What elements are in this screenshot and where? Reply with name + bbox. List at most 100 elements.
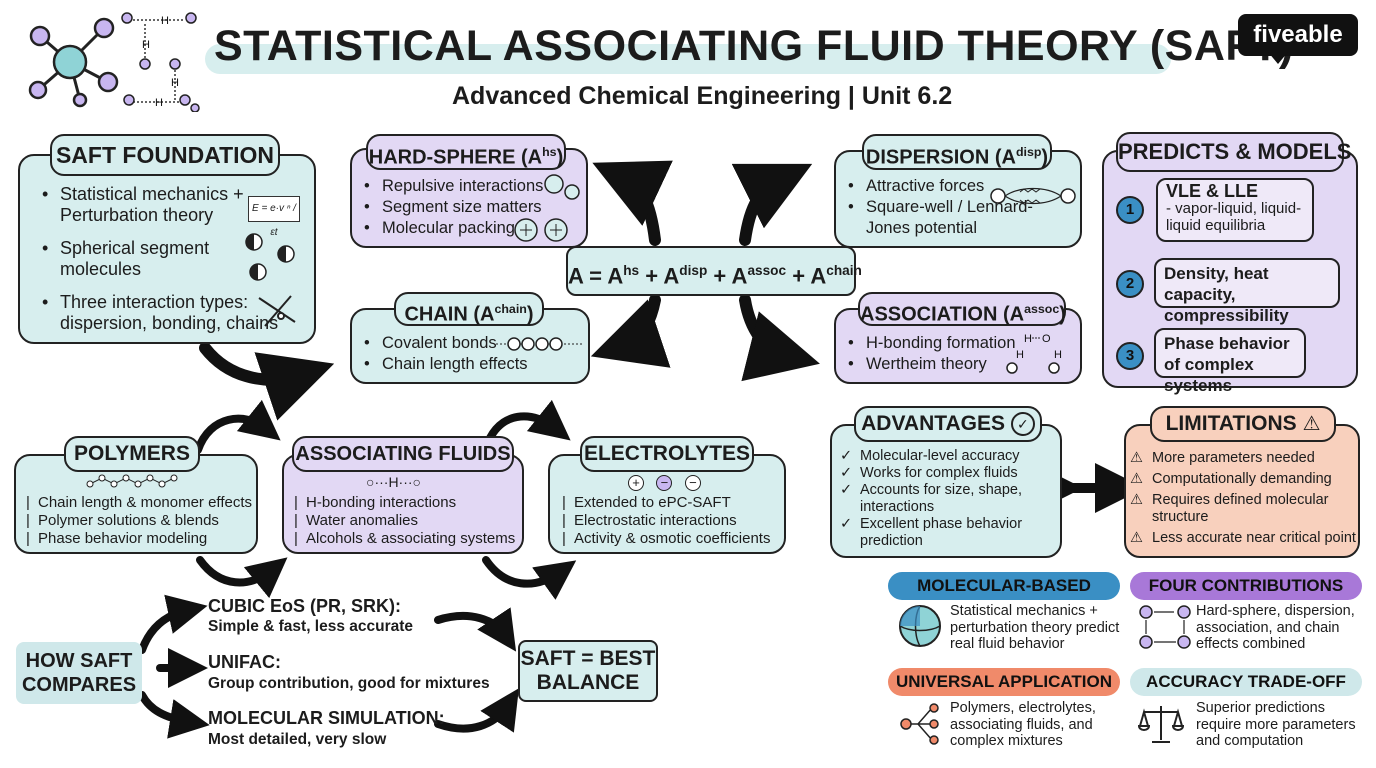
predict-sublabel: - vapor-liquid, liquid-liquid equilibria (1166, 200, 1302, 234)
equation-disp: disp (679, 263, 708, 278)
compare-result-text: SAFT = BEST BALANCE (520, 647, 656, 694)
arrow-to-molsim (138, 691, 210, 739)
h-label: H (171, 77, 179, 89)
advantages-list: Molecular-level accuracy Works for compl… (838, 448, 1054, 550)
method-name: MOLECULAR SIMULATION: (208, 708, 445, 728)
list-item: H-bonding formation (846, 333, 1016, 354)
universal-band: UNIVERSAL APPLICATION (888, 668, 1120, 696)
list-item: Statistical mechanics + Perturbation the… (40, 184, 250, 226)
predict-label: Phase behavior of complex systems (1164, 334, 1290, 395)
balance-scale-icon (1138, 706, 1184, 743)
atom-label: H (1054, 349, 1062, 361)
list-item: Molecular-level accuracy (838, 448, 1054, 465)
list-item: Square-well / Lennard-Jones potential (846, 197, 1066, 239)
list-item: Repulsive interactions (362, 176, 543, 197)
predicts-title: PREDICTS & MODELS (1116, 132, 1351, 172)
method-desc: Most detailed, very slow (208, 731, 387, 748)
hard-sphere-list: Repulsive interactions Segment size matt… (362, 176, 543, 239)
compare-result: SAFT = BEST BALANCE (518, 640, 658, 702)
page-subtitle: Advanced Chemical Engineering | Unit 6.2 (452, 82, 953, 110)
arrow-to-dispersion (731, 163, 813, 246)
predict-item-2: Density, heat capacity, compressibility (1154, 258, 1340, 325)
formula-icon: E = e·v ⁿ / ɛt (248, 196, 300, 238)
list-item: Electrostatic interactions (560, 512, 770, 530)
atom-label: H (1016, 349, 1024, 361)
branch-icon (900, 703, 939, 745)
arrow-assoc-to-electro (486, 399, 571, 442)
chain-title: CHAIN (Achain) (394, 292, 544, 326)
list-item: Less accurate near critical point (1130, 530, 1356, 547)
equation-assoc: assoc (747, 263, 787, 278)
brand-logo-tail (1268, 52, 1288, 64)
h-bond-icon: H O H H (1006, 333, 1062, 374)
association-title-text: ASSOCIATION (A (860, 303, 1025, 326)
predict-item-1: VLE & LLE - vapor-liquid, liquid-liquid … (1156, 178, 1314, 242)
limitations-title: LIMITATIONS ⚠ (1150, 406, 1336, 442)
polymers-title: POLYMERS (64, 436, 200, 472)
h-label: H (155, 97, 163, 109)
equation-plus: + A (639, 263, 680, 289)
list-item: Excellent phase behavior prediction (838, 516, 1040, 550)
interaction-types-icon (258, 295, 296, 327)
electrolytes-list: Extended to ePC-SAFT Electrostatic inter… (560, 494, 770, 548)
hard-sphere-title: HARD-SPHERE (Ahs) (366, 134, 566, 170)
assoc-fluids-icon: ○···H···○ (366, 474, 421, 490)
equation-chain: chain (826, 263, 862, 278)
association-list: H-bonding formation Wertheim theory (846, 333, 1016, 375)
method-desc: Simple & fast, less accurate (208, 618, 414, 635)
electrolytes-title: ELECTROLYTES (580, 436, 754, 472)
arrow-to-cubic (138, 594, 208, 654)
method-name: CUBIC EoS (PR, SRK): (208, 596, 401, 616)
hydrogen-bond-icon: H H H H (121, 12, 200, 112)
anion-icon: − (684, 475, 701, 491)
polymer-chain-icon (86, 474, 178, 488)
list-item: Three interaction types: dispersion, bon… (40, 292, 320, 334)
contributions-cycle-icon (1139, 605, 1191, 649)
assoc-fluids-title: ASSOCIATING FLUIDS (292, 436, 514, 472)
list-item: Covalent bonds (362, 333, 528, 354)
arrow-polymers-to-assoc (194, 399, 281, 454)
four-contrib-band: FOUR CONTRIBUTIONS (1130, 572, 1362, 600)
list-item: Chain length & monomer effects (24, 494, 252, 512)
tradeoff-text: Superior predictions require more parame… (1196, 700, 1356, 749)
list-item: Wertheim theory (846, 354, 1016, 375)
equation-plus: + A (786, 263, 827, 289)
arrow-polymers-under (196, 556, 288, 599)
arrow-to-hard-sphere (592, 160, 673, 246)
four-contrib-text: Hard-sphere, dispersion, association, an… (1196, 603, 1355, 652)
arrow-to-association (739, 294, 820, 382)
equation-box: A = Ahs + Adisp + Aassoc + Achain (566, 246, 862, 296)
chain-list: Covalent bonds Chain length effects (362, 333, 528, 375)
association-close: ) (1059, 303, 1066, 326)
equation-plus: + A (707, 263, 748, 289)
arrow-molsim-to-result (434, 688, 519, 733)
spherical-segments-icon (245, 233, 295, 281)
formula-text: E = e·v ⁿ / ɛt (252, 203, 296, 238)
hard-sphere-title-text: HARD-SPHERE (A (368, 146, 543, 169)
chain-close: ) (526, 303, 534, 326)
universal-text: Polymers, electrolytes, associating flui… (950, 700, 1096, 749)
list-item: Accounts for size, shape, interactions (838, 482, 1030, 516)
check-circle-icon: ✓ (1010, 412, 1035, 437)
arrow-to-chain (590, 294, 671, 368)
method-desc: Group contribution, good for mixtures (208, 675, 490, 692)
molecule-network-icon (28, 17, 119, 108)
list-item: More parameters needed (1130, 450, 1356, 467)
list-item: Spherical segment molecules (40, 238, 230, 280)
foundation-title: SAFT FOUNDATION (50, 134, 280, 176)
warning-icon: ⚠ (1302, 413, 1321, 435)
arrow-assoc-under (482, 556, 577, 600)
molecular-text: Statistical mechanics + perturbation the… (950, 603, 1120, 652)
limitations-list: More parameters needed Computationally d… (1130, 450, 1356, 547)
anion-icon: − (656, 475, 673, 491)
list-item: Requires defined molecular structure (1130, 492, 1332, 526)
equation-hs: hs (623, 263, 640, 278)
list-item: H-bonding interactions (292, 494, 515, 512)
atom-label: O (1042, 333, 1051, 345)
chain-superscript: chain (494, 302, 527, 316)
list-item: Works for complex fluids (838, 465, 1054, 482)
molecular-band: MOLECULAR-BASED (888, 572, 1120, 600)
globe-icon (899, 605, 941, 647)
list-item: Alcohols & associating systems (292, 530, 515, 548)
ion-icons: + − − (628, 474, 718, 492)
